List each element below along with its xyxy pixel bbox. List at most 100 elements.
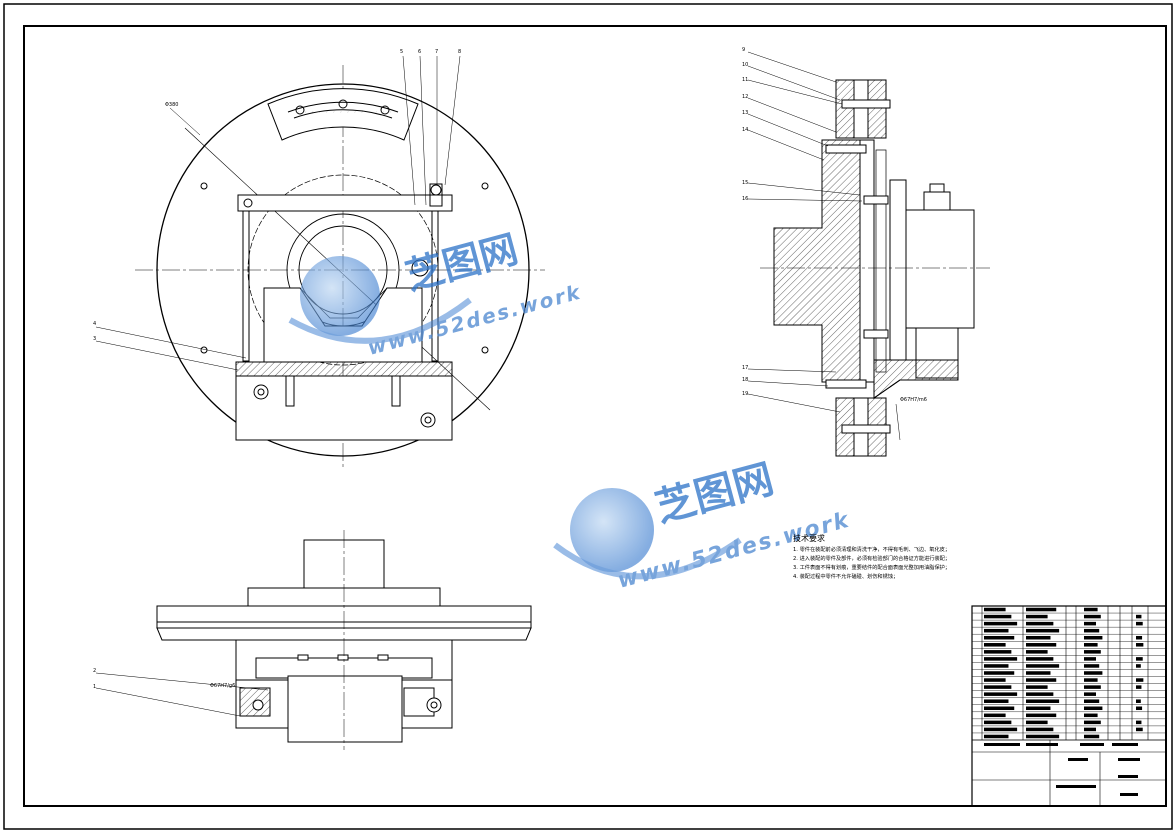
bom-redacted-cell [1084,607,1098,612]
bom-redacted-cell [1026,635,1051,640]
balloon-13: 13 [742,110,748,116]
bom-redacted-cell [984,614,1012,619]
side-fit-annotation: Φ67H7/m6 [900,397,927,403]
bom-redacted-cell [1084,678,1098,682]
front-view [95,530,532,750]
bom-redacted-cell [1136,685,1142,689]
bom-redacted-cell [1026,621,1054,626]
tech-requirement-2: 2. 进入装配的零件及部件，必须有检验部门的合格证方能进行装配； [793,554,950,562]
bom-redacted-cell [984,692,1018,696]
balloon-6: 6 [418,49,421,55]
balloon-14: 14 [742,127,748,133]
bom-redacted-cell [1026,734,1060,739]
balloon-10: 10 [742,62,748,68]
bom-redacted-cell [984,713,1006,718]
bom-redacted-cell [984,650,1012,654]
bom-redacted-cell [984,706,1015,711]
front-fit-annotation: Φ67H7/g6 [210,683,235,689]
bom-redacted-cell [1136,720,1142,725]
bom-redacted-cell [984,628,1009,633]
bom-redacted-cell [1026,713,1057,718]
bom-redacted-cell [1026,650,1048,654]
bom-redacted-cell [1136,643,1144,647]
bom-redacted-cell [1084,713,1098,718]
balloon-15: 15 [742,180,748,186]
bom-redacted-cell [984,720,1012,725]
bom-redacted-cell [1026,643,1057,647]
bom-redacted-cell [984,734,1009,739]
title-redacted-cell [984,743,1020,746]
outer-border [3,3,1173,830]
bom-redacted-cell [1084,734,1100,739]
bom-redacted-cell [1084,699,1100,703]
bom-redacted-cell [1026,720,1048,725]
title-redacted-cell [1026,743,1058,746]
bom-redacted-cell [984,657,1018,661]
bom-redacted-cell [984,685,1012,689]
side-view [747,51,990,457]
bom-redacted-cell [1084,657,1096,661]
bom-redacted-cell [1136,614,1142,619]
bom-redacted-cell [1136,657,1143,661]
bom-redacted-cell [1136,678,1144,682]
balloon-19: 19 [742,391,748,397]
bom-redacted-cell [1084,643,1098,647]
title-redacted-cell [1118,775,1138,778]
bom-redacted-cell [1026,614,1048,619]
bom-redacted-cell [1026,706,1051,711]
balloon-17: 17 [742,365,748,371]
bom-redacted-cell [1136,621,1143,626]
balloon-1: 1 [93,684,96,690]
bom-redacted-cell [1136,635,1143,640]
bom-redacted-cell [1084,614,1101,619]
bom-redacted-cell [1084,706,1103,711]
bom-redacted-cell [1084,621,1096,626]
balloon-12: 12 [742,94,748,100]
balloon-18: 18 [742,377,748,383]
bom-redacted-cell [1026,678,1057,682]
bom-redacted-cell [1084,671,1103,675]
bom-redacted-cell [984,671,1015,675]
watermark-top: 芝图网 www.52des.work [288,227,584,360]
bom-redacted-cell [984,607,1006,612]
title-redacted-cell [1118,758,1140,761]
title-redacted-cell [1056,785,1096,788]
bom-redacted-cell [1084,628,1100,633]
tech-requirement-4: 4. 装配过程中零件不允许磕碰、划伤和锈蚀； [793,572,898,580]
bom-redacted-cell [984,699,1009,703]
bom-redacted-cell [984,727,1018,732]
balloon-11: 11 [742,77,748,83]
bom-redacted-cell [984,643,1006,647]
balloon-4: 4 [93,321,96,327]
watermark-cn-1: 芝图网 [401,227,523,299]
bom-redacted-cell [1084,727,1096,732]
bom-redacted-cell [984,678,1006,682]
balloon-7: 7 [435,49,438,55]
tech-requirements-title: 技术要求 [793,533,825,543]
bom-redacted-cell [1136,727,1143,732]
bom-redacted-cell [1026,657,1054,661]
bom-redacted-cell [984,664,1009,668]
bom-redacted-cell [1136,699,1141,703]
balloon-5: 5 [400,49,403,55]
bom-redacted-cell [1084,635,1103,640]
watermark-cn-2: 芝图网 [651,456,779,531]
bom-redacted-cell [1136,664,1141,668]
tech-requirement-1: 1. 零件在装配前必须清理和清洗干净，不得有毛刺、飞边、氧化皮； [793,545,950,553]
inner-frame [23,25,1167,807]
balloon-2: 2 [93,668,96,674]
balloon-3: 3 [93,336,96,342]
bom-redacted-cell [1136,706,1143,711]
bom-redacted-cell [1084,650,1101,654]
bom-redacted-cell [984,635,1015,640]
bom-redacted-cell [1026,628,1060,633]
title-redacted-cell [1080,743,1104,746]
bom-redacted-cell [1084,664,1100,668]
balloon-8: 8 [458,49,461,55]
balloon-9: 9 [742,47,745,53]
title-redacted-cell [1112,743,1138,746]
bom-redacted-cell [984,621,1018,626]
bom-redacted-cell [1084,692,1096,696]
bom-redacted-cell [1026,727,1054,732]
